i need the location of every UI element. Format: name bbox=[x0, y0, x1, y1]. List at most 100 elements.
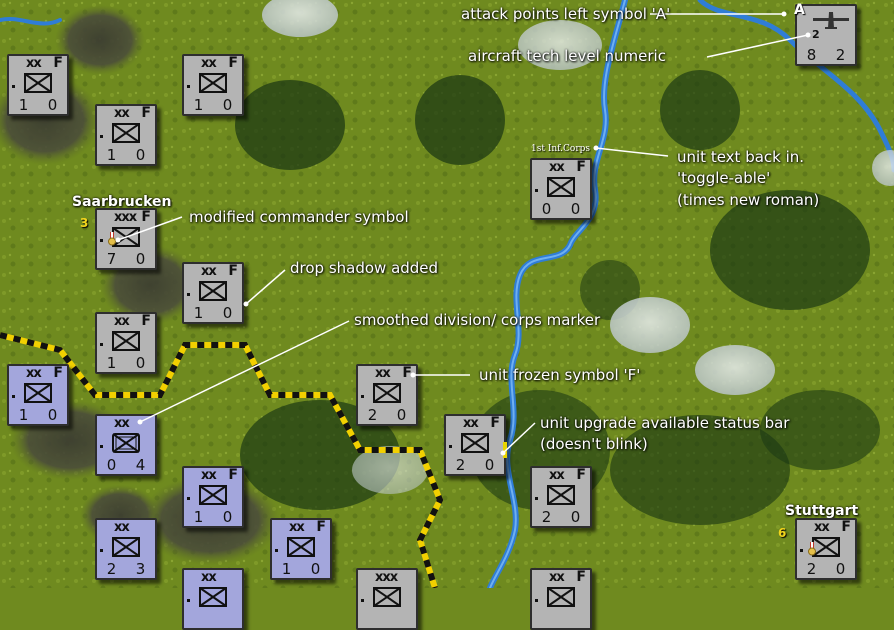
annotation-drop-shadow: drop shadow added bbox=[290, 259, 439, 277]
strength-value: 1 bbox=[106, 354, 117, 372]
forest bbox=[710, 190, 870, 310]
experience-value: 0 bbox=[222, 96, 233, 114]
unit-frozen-symbol: F bbox=[141, 313, 151, 329]
experience-value: 0 bbox=[135, 146, 146, 164]
strength-value: 1 bbox=[193, 304, 204, 322]
unit-frozen-symbol: F bbox=[316, 519, 326, 535]
unit-size-marker: xx bbox=[375, 366, 391, 381]
strength-value: 0 bbox=[106, 456, 117, 474]
unit-size-marker: xx bbox=[289, 520, 305, 535]
experience-value: 0 bbox=[570, 200, 581, 218]
infantry-symbol-icon bbox=[112, 331, 140, 351]
unit-pip bbox=[187, 85, 190, 88]
unit-counter[interactable]: xxx bbox=[356, 568, 418, 630]
unit-pip bbox=[100, 343, 103, 346]
unit-size-marker: xx bbox=[114, 314, 130, 329]
unit-size-marker: xx bbox=[201, 264, 217, 279]
cloud bbox=[610, 297, 690, 353]
clouds bbox=[262, 0, 894, 494]
unit-pip bbox=[12, 395, 15, 398]
cloud bbox=[262, 0, 338, 37]
unit-size-marker: xx bbox=[201, 570, 217, 585]
infantry-symbol-icon bbox=[461, 433, 489, 453]
unit-pip bbox=[275, 549, 278, 552]
rivers bbox=[0, 0, 894, 588]
unit-name-label: 1st Inf.Corps bbox=[531, 144, 591, 154]
infantry-symbol-icon bbox=[547, 587, 575, 607]
unit-frozen-symbol: F bbox=[141, 105, 151, 121]
infantry-symbol-icon bbox=[199, 281, 227, 301]
infantry-symbol-icon bbox=[547, 485, 575, 505]
unit-size-marker: xx bbox=[26, 56, 42, 71]
experience-value: 3 bbox=[135, 560, 146, 578]
annotation-unit-text-2: 'toggle-able' bbox=[677, 169, 771, 187]
unit-counter[interactable]: xx bbox=[182, 568, 244, 630]
unit-pip bbox=[187, 497, 190, 500]
annotation-aircraft-tech: aircraft tech level numeric bbox=[468, 47, 666, 65]
commander-icon bbox=[108, 232, 116, 246]
infantry-symbol-icon bbox=[287, 537, 315, 557]
unit-pip bbox=[100, 135, 103, 138]
forest bbox=[760, 390, 880, 470]
cloud bbox=[352, 446, 428, 494]
aircraft-unit-counter[interactable]: A 2 8 2 bbox=[794, 2, 857, 66]
strength-value: 1 bbox=[193, 96, 204, 114]
experience-value: 0 bbox=[835, 560, 846, 578]
map-terrain[interactable] bbox=[0, 0, 894, 588]
infantry-symbol-icon bbox=[24, 73, 52, 93]
unit-size-marker: xx bbox=[201, 56, 217, 71]
unit-pip bbox=[12, 85, 15, 88]
annotation-upgrade-2: (doesn't blink) bbox=[540, 435, 648, 453]
strength-value: 1 bbox=[106, 146, 117, 164]
commander-icon bbox=[808, 542, 816, 556]
unit-frozen-symbol: F bbox=[228, 55, 238, 71]
unit-size-marker: xx bbox=[814, 520, 830, 535]
strength-value: 8 bbox=[806, 46, 817, 64]
unit-strength: 8 2 bbox=[797, 46, 855, 64]
strength-value: 1 bbox=[18, 96, 29, 114]
forest bbox=[415, 75, 505, 165]
unit-frozen-symbol: F bbox=[576, 467, 586, 483]
unit-size-marker: xx bbox=[549, 160, 565, 175]
unit-size-marker: xx bbox=[549, 468, 565, 483]
forest bbox=[660, 70, 740, 150]
river-north bbox=[697, 0, 894, 173]
unit-pip bbox=[100, 239, 103, 242]
unit-frozen-symbol: F bbox=[53, 55, 63, 71]
unit-frozen-symbol: F bbox=[228, 467, 238, 483]
aircraft-tech-level: 2 bbox=[812, 28, 820, 41]
aircraft-icon bbox=[813, 12, 849, 29]
experience-value: 0 bbox=[222, 304, 233, 322]
infantry-symbol-icon bbox=[24, 383, 52, 403]
river-main-highlight bbox=[489, 0, 626, 588]
